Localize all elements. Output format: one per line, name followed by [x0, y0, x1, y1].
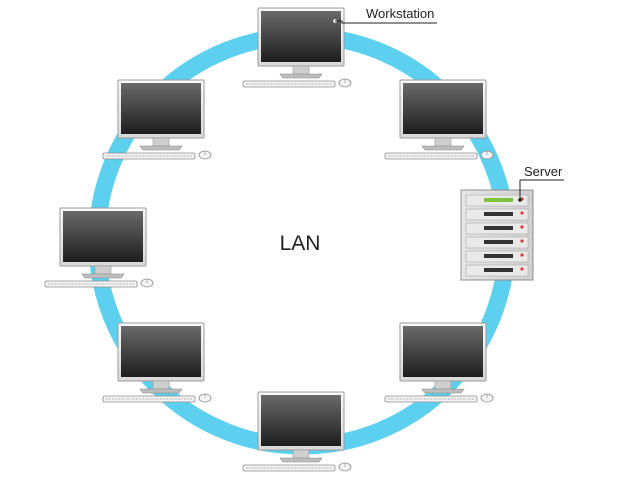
server-bay-6 — [465, 264, 529, 277]
workstation-bottom[interactable] — [242, 391, 352, 472]
server[interactable] — [460, 189, 534, 281]
server-bay-2 — [465, 208, 529, 221]
server-label: Server — [524, 164, 563, 179]
server-callout: Server — [518, 164, 564, 202]
workstation-label: Workstation — [366, 6, 434, 21]
server-bay-3 — [465, 222, 529, 235]
server-bay-5 — [465, 250, 529, 263]
workstation-lower-right[interactable] — [384, 322, 494, 403]
workstation-left[interactable] — [44, 207, 154, 288]
server-bay-4 — [465, 236, 529, 249]
lan-label: LAN — [280, 232, 321, 255]
workstation-callout: Workstation — [333, 6, 437, 24]
workstation-lower-left[interactable] — [102, 322, 212, 403]
